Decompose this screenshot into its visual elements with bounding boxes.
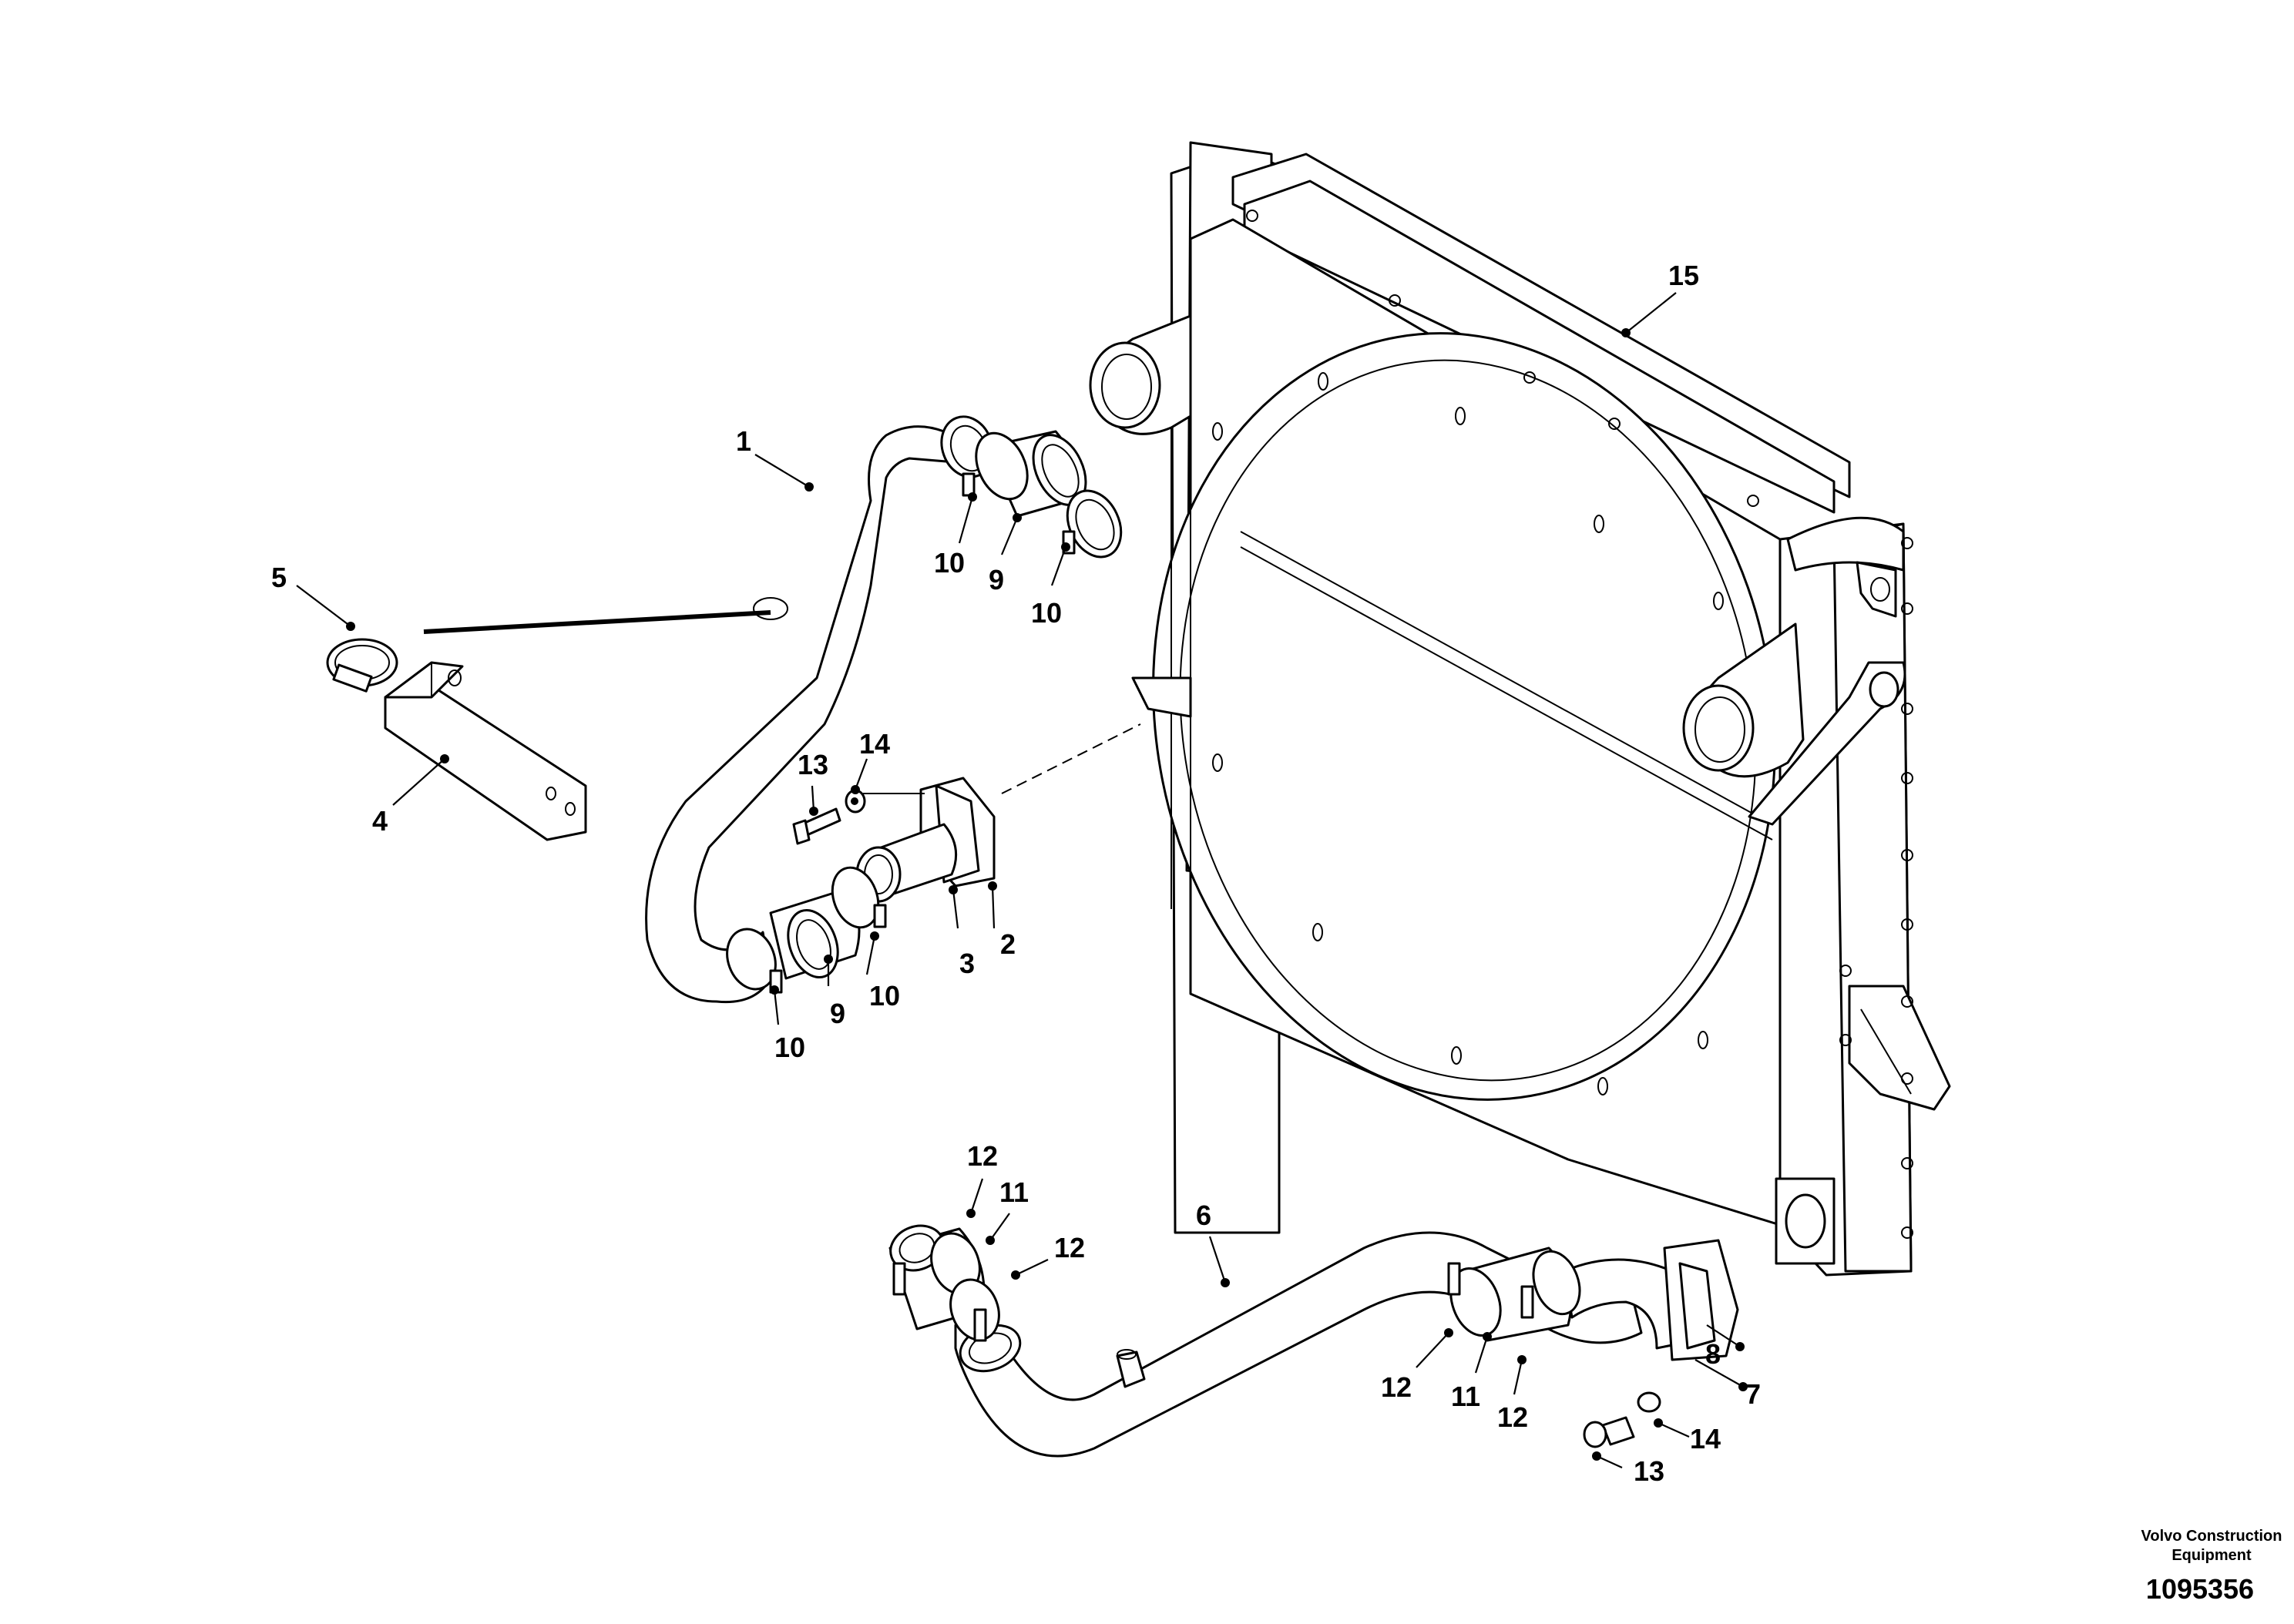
clamp-bracket [326, 610, 771, 841]
callout-9-upper: 9 [989, 564, 1004, 596]
callout-12-top: 12 [967, 1140, 998, 1172]
callout-12-side: 12 [1054, 1232, 1085, 1263]
brand-line-1: Volvo Construction [2141, 1528, 2282, 1545]
lower-left-coupler [888, 1224, 1000, 1342]
callout-10-upper-left: 10 [934, 547, 965, 579]
callout-1: 1 [736, 425, 751, 457]
upper-coupler-set [962, 430, 1123, 559]
callout-13-upper: 13 [798, 749, 828, 780]
callout-6: 6 [1196, 1200, 1211, 1231]
callout-10-lower-right: 10 [869, 980, 900, 1012]
drawing-number: 1095356 [2146, 1573, 2254, 1605]
callout-9-lower: 9 [830, 998, 845, 1029]
callout-14-lower: 14 [1690, 1423, 1721, 1455]
callout-3: 3 [959, 948, 975, 979]
callout-5: 5 [271, 562, 287, 593]
callout-15: 15 [1668, 260, 1699, 291]
callout-4: 4 [372, 805, 388, 837]
leader-lines [296, 292, 1748, 1469]
brand-line-2: Equipment [2171, 1547, 2252, 1564]
callout-11-right: 11 [1451, 1381, 1480, 1412]
callout-labels: 15 1 5 4 10 9 10 13 14 3 2 10 9 10 12 11… [271, 260, 1761, 1487]
callout-10-lower: 10 [774, 1032, 805, 1063]
callout-10-upper-right: 10 [1031, 597, 1062, 629]
callout-7: 7 [1745, 1378, 1761, 1410]
callout-12-lower-b: 12 [1497, 1401, 1528, 1433]
callout-14-upper: 14 [859, 728, 890, 760]
footer-block: Volvo Construction Equipment 1095356 [2141, 1528, 2282, 1605]
callout-11-left: 11 [999, 1176, 1029, 1208]
lower-right-coupler [1447, 1247, 1581, 1342]
callout-13-lower: 13 [1634, 1455, 1664, 1487]
lower-hose [954, 1231, 1739, 1458]
radiator-assembly [1001, 141, 1951, 1277]
lower-coupler-set [726, 866, 887, 994]
callout-8: 8 [1705, 1338, 1721, 1370]
callout-12-lower-a: 12 [1381, 1371, 1412, 1403]
callout-2: 2 [1000, 928, 1016, 960]
upper-flange-assembly [792, 777, 996, 903]
